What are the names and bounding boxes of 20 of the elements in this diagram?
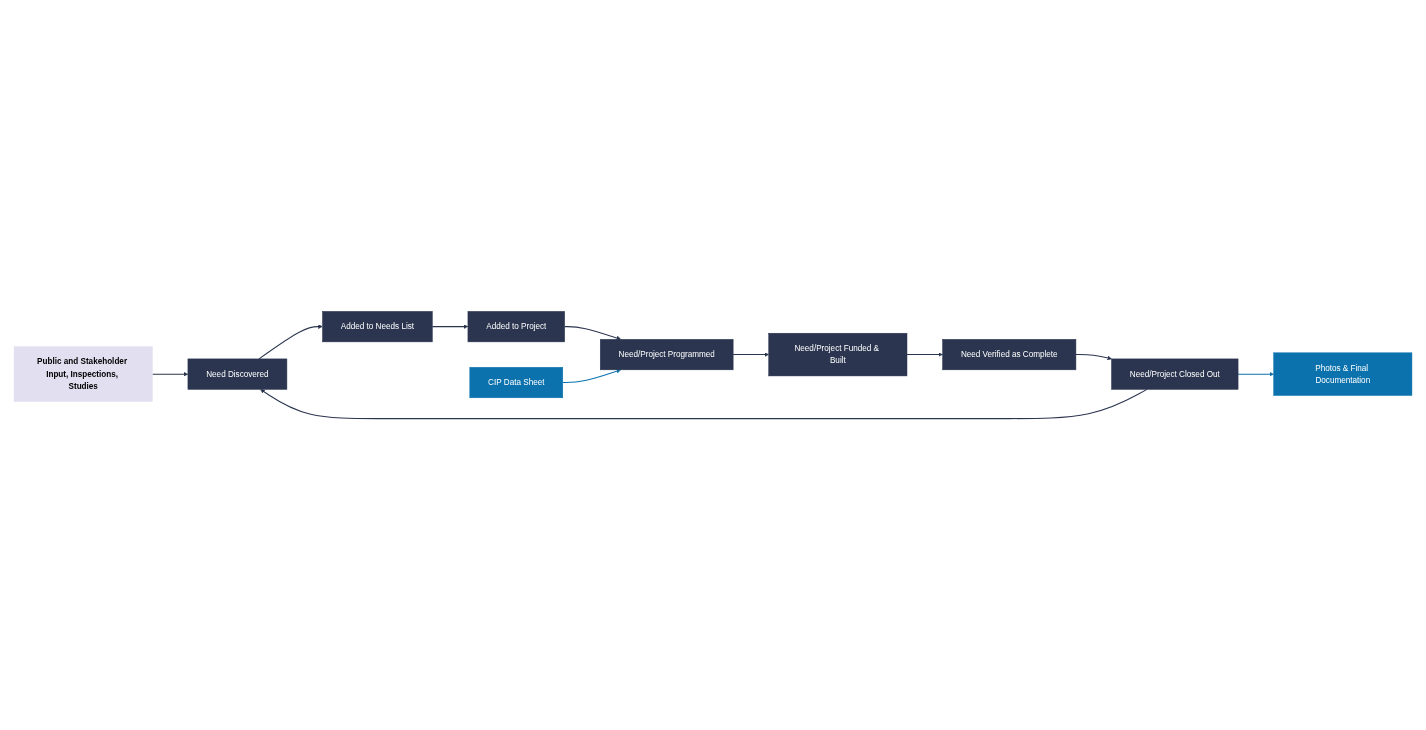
arrow xyxy=(151,371,189,377)
arrow xyxy=(431,324,469,329)
arrow xyxy=(906,352,943,357)
node-box: Added to Needs List xyxy=(322,311,433,343)
node-box: Public and Stakeholder Input, Inspections, Studies xyxy=(13,346,153,402)
arrow xyxy=(564,326,621,341)
node-box: Photos & Final Documentation xyxy=(1273,352,1413,396)
arrow xyxy=(258,324,323,360)
arrow xyxy=(260,388,1148,420)
node-box: CIP Data Sheet xyxy=(469,367,564,399)
arrow xyxy=(1237,371,1274,377)
arrow xyxy=(732,352,769,357)
arrow xyxy=(562,369,621,384)
node-box: Need/Project Closed Out xyxy=(1111,358,1239,390)
node-box: Need Discovered xyxy=(187,358,288,390)
arrow xyxy=(1075,354,1112,361)
node-box: Need Verified as Complete xyxy=(942,339,1077,371)
node-box: Need/Project Programmed xyxy=(600,339,734,371)
node-box: Need/Project Funded & Built xyxy=(768,332,908,377)
node-box: Added to Project xyxy=(467,311,565,343)
